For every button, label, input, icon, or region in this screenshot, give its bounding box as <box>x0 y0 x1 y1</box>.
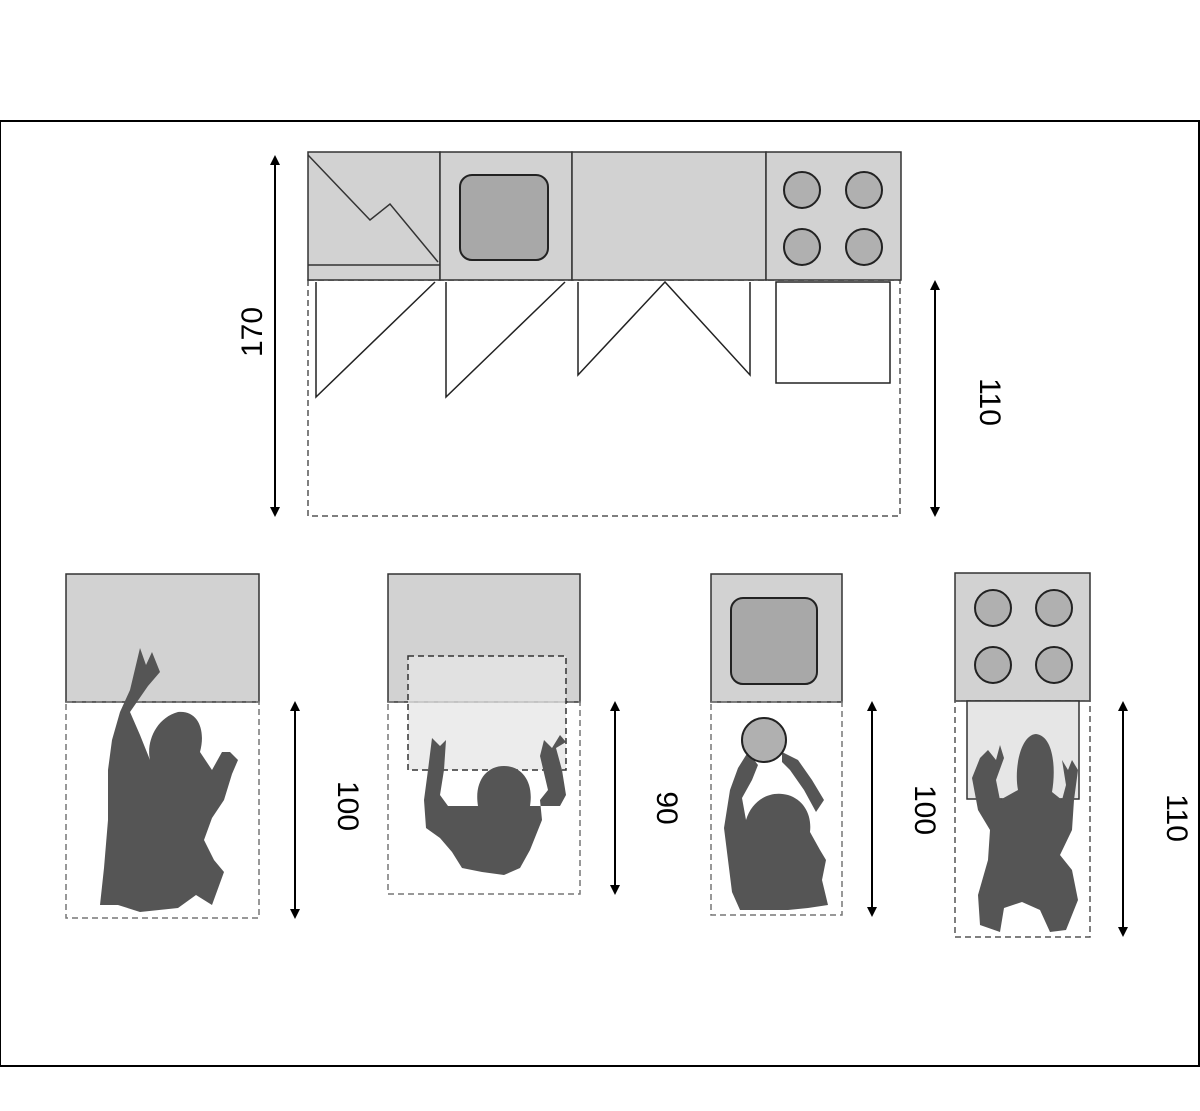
door-swing-2 <box>445 281 566 399</box>
person-figure-icon <box>724 752 828 910</box>
dimension-90-label: 90 <box>650 791 683 824</box>
person-figure-icon <box>972 734 1078 932</box>
countertop <box>65 573 260 703</box>
clearance-zone <box>65 701 260 919</box>
person-figure-icon <box>100 648 238 912</box>
countertop <box>954 572 1091 702</box>
dimension-110-label: 110 <box>973 378 1006 426</box>
sink-icon <box>730 597 818 685</box>
counter-hob-unit <box>765 151 902 281</box>
panel-sink: 100 <box>710 573 941 917</box>
frame-border <box>0 120 1200 1067</box>
clearance-zone <box>954 700 1091 938</box>
clearance-zone <box>710 701 843 916</box>
person-figure-icon <box>424 735 566 875</box>
panel-cabinet: 90 <box>387 573 683 895</box>
door-swing-3 <box>577 280 751 377</box>
sink-icon <box>459 174 549 261</box>
plate-icon <box>741 717 787 763</box>
dimension-170-label: 170 <box>236 307 269 357</box>
dimension-110-label: 110 <box>1160 794 1193 842</box>
hob-icon <box>783 171 883 266</box>
drawer-open <box>775 281 891 384</box>
counter-middle <box>571 151 767 281</box>
door-swing-1 <box>315 281 436 399</box>
corner-door-swing <box>307 154 439 263</box>
panel-counter: 100 <box>65 573 364 919</box>
dimension-100-label: 100 <box>331 781 364 831</box>
dimension-100-label: 100 <box>908 785 941 835</box>
hob-icon <box>974 589 1073 684</box>
panel-hob: 110 <box>954 572 1193 938</box>
kitchen-plan: 170 110 <box>236 151 1006 517</box>
